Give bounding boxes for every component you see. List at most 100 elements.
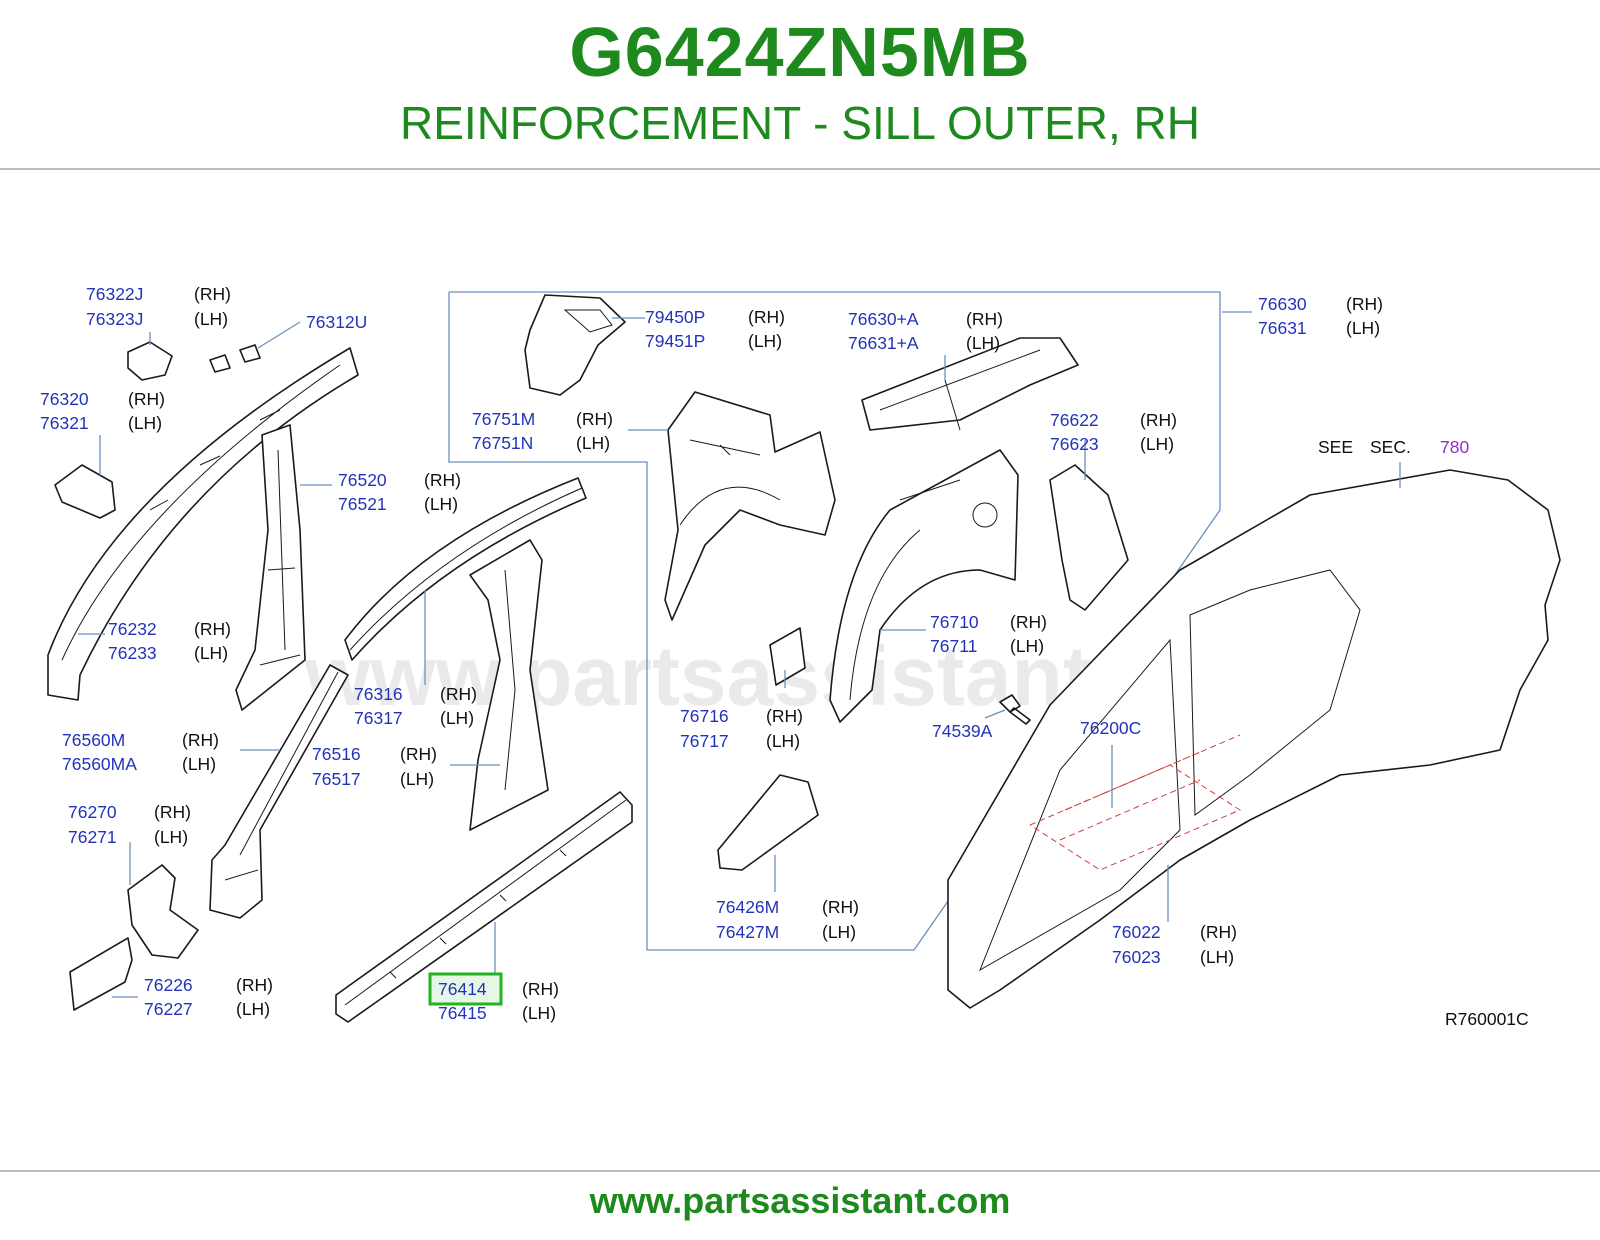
wheel-house-outer-detail — [849, 479, 998, 701]
callout-c8-lh-code[interactable]: 76517 — [312, 769, 361, 789]
callout-c10-lh-code[interactable]: 76227 — [144, 999, 193, 1019]
callout-c8: 76516 (RH) 76517 (LH) — [312, 744, 437, 789]
callout-c7-rh-code[interactable]: 76560M — [62, 730, 125, 750]
callout-c6-lh-code[interactable]: 76317 — [354, 708, 403, 728]
callout-c11-lh-code[interactable]: 76415 — [438, 1003, 487, 1023]
callout-c17-rh-code[interactable]: 76710 — [930, 612, 979, 632]
callout-c1-lh-code[interactable]: 76323J — [86, 309, 143, 329]
see-section-reference: SEE SEC. 780 — [1318, 437, 1469, 457]
callout-c21-lh-code[interactable]: 76427M — [716, 922, 779, 942]
callout-c11-lh-side: (LH) — [522, 1003, 556, 1023]
callout-c4-rh-code[interactable]: 76232 — [108, 619, 157, 639]
callout-c4: 76232 (RH) 76233 (LH) — [108, 619, 231, 663]
bracket-76320-part — [54, 464, 116, 519]
callout-c21: 76426M (RH) 76427M (LH) — [716, 897, 859, 942]
callout-c21-rh-side: (RH) — [822, 897, 859, 917]
callout-c13-lh-side: (LH) — [576, 433, 610, 453]
callout-c13-lh-code[interactable]: 76751N — [472, 433, 533, 453]
callout-c13: 76751M (RH) 76751N (LH) — [472, 409, 613, 453]
callout-c1-lh-side: (LH) — [194, 309, 228, 329]
callout-c3: 76320 (RH) 76321 (LH) — [40, 389, 165, 433]
callout-c19: 74539A — [932, 721, 993, 741]
gusset-79450p-part — [524, 294, 626, 396]
bracket-76322j-part — [127, 341, 173, 381]
callout-c17-lh-code[interactable]: 76711 — [930, 636, 977, 656]
callout-c5: 76520 (RH) 76521 (LH) — [338, 470, 461, 514]
callout-c13-rh-code[interactable]: 76751M — [472, 409, 535, 429]
callout-c5-rh-side: (RH) — [424, 470, 461, 490]
callout-c12: 79450P (RH) 79451P (LH) — [645, 307, 785, 351]
wheel-house-inner-detail — [679, 439, 781, 526]
wheel-house-outer-part — [829, 449, 1019, 723]
roof-side-rail-inner-part — [47, 347, 359, 701]
body-side-outer-door-openings — [979, 569, 1361, 972]
callout-c7-lh-code[interactable]: 76560MA — [62, 754, 137, 774]
callout-c18-lh-code[interactable]: 76717 — [680, 731, 729, 751]
callout-c8-rh-code[interactable]: 76516 — [312, 744, 361, 764]
callout-c9-lh-code[interactable]: 76271 — [68, 827, 117, 847]
callout-c6: 76316 (RH) 76317 (LH) — [354, 684, 477, 728]
callout-c12-rh-side: (RH) — [748, 307, 785, 327]
section-number-link[interactable]: 780 — [1440, 437, 1469, 457]
group-boundary-line — [448, 291, 1221, 951]
callout-c14: 76630+A (RH) 76631+A (LH) — [848, 309, 1003, 353]
body-side-outer-part — [947, 469, 1561, 1009]
callout-c15-lh-code[interactable]: 76631 — [1258, 318, 1307, 338]
callout-c9-rh-code[interactable]: 76270 — [68, 802, 117, 822]
callout-c11-rh-code[interactable]: 76414 — [438, 979, 487, 999]
callout-c5-lh-code[interactable]: 76521 — [338, 494, 387, 514]
callout-c20: 76200C — [1080, 718, 1141, 738]
callout-c22-rh-side: (RH) — [1200, 922, 1237, 942]
center-pillar-inner-detail — [259, 449, 301, 666]
callout-c1-rh-code[interactable]: 76322J — [86, 284, 143, 304]
part-number-title: G6424ZN5MB — [569, 13, 1031, 91]
callout-c19-code[interactable]: 74539A — [932, 721, 993, 741]
callout-c8-rh-side: (RH) — [400, 744, 437, 764]
callout-c3-lh-code[interactable]: 76321 — [40, 413, 89, 433]
callout-c16-rh-side: (RH) — [1140, 410, 1177, 430]
callout-c20-code[interactable]: 76200C — [1080, 718, 1141, 738]
callout-c2-code[interactable]: 76312U — [306, 312, 367, 332]
callout-c12-lh-code[interactable]: 79451P — [645, 331, 705, 351]
callout-c6-lh-side: (LH) — [440, 708, 474, 728]
callout-c15-rh-code[interactable]: 76630 — [1258, 294, 1307, 314]
callout-c16-rh-code[interactable]: 76622 — [1050, 410, 1099, 430]
callout-c14-rh-code[interactable]: 76630+A — [848, 309, 919, 329]
callout-c3-rh-code[interactable]: 76320 — [40, 389, 89, 409]
callout-c15-lh-side: (LH) — [1346, 318, 1380, 338]
callout-c21-rh-code[interactable]: 76426M — [716, 897, 779, 917]
bracket-76270-part — [127, 864, 199, 959]
plate-76226-part — [69, 937, 133, 1011]
callout-c10-rh-code[interactable]: 76226 — [144, 975, 193, 995]
callout-c6-rh-code[interactable]: 76316 — [354, 684, 403, 704]
footer-site-url[interactable]: www.partsassistant.com — [589, 1180, 1011, 1221]
callout-c16-lh-code[interactable]: 76623 — [1050, 434, 1099, 454]
callout-c12-rh-code[interactable]: 79450P — [645, 307, 705, 327]
center-pillar-inner-part — [235, 424, 306, 711]
callout-c15: 76630 (RH) 76631 (LH) — [1258, 294, 1383, 338]
callout-c10: 76226 (RH) 76227 (LH) — [144, 975, 273, 1019]
roof-side-rail-detail — [61, 364, 341, 661]
callout-c22-rh-code[interactable]: 76022 — [1112, 922, 1161, 942]
callout-c22-lh-side: (LH) — [1200, 947, 1234, 967]
wheel-house-inner-part — [664, 391, 836, 621]
callout-c22-lh-code[interactable]: 76023 — [1112, 947, 1161, 967]
callout-c21-lh-side: (LH) — [822, 922, 856, 942]
rail-extension-part — [861, 337, 1079, 431]
bracket-76622-part — [1049, 464, 1129, 611]
callout-c4-lh-code[interactable]: 76233 — [108, 643, 157, 663]
sill-outer-reinforcement-detail — [344, 799, 627, 1006]
callout-c1-rh-side: (RH) — [194, 284, 231, 304]
callout-c15-rh-side: (RH) — [1346, 294, 1383, 314]
callout-c4-lh-side: (LH) — [194, 643, 228, 663]
section-label: SEC. — [1370, 437, 1411, 457]
callout-c9-rh-side: (RH) — [154, 802, 191, 822]
footer-divider — [0, 1170, 1600, 1172]
callout-c1: 76322J (RH) 76323J (LH) — [86, 284, 231, 329]
leader-c2 — [257, 321, 301, 349]
callout-c18-rh-code[interactable]: 76716 — [680, 706, 729, 726]
callout-c12-lh-side: (LH) — [748, 331, 782, 351]
header: G6424ZN5MB REINFORCEMENT - SILL OUTER, R… — [0, 0, 1600, 170]
callout-c14-lh-code[interactable]: 76631+A — [848, 333, 919, 353]
callout-c5-rh-code[interactable]: 76520 — [338, 470, 387, 490]
